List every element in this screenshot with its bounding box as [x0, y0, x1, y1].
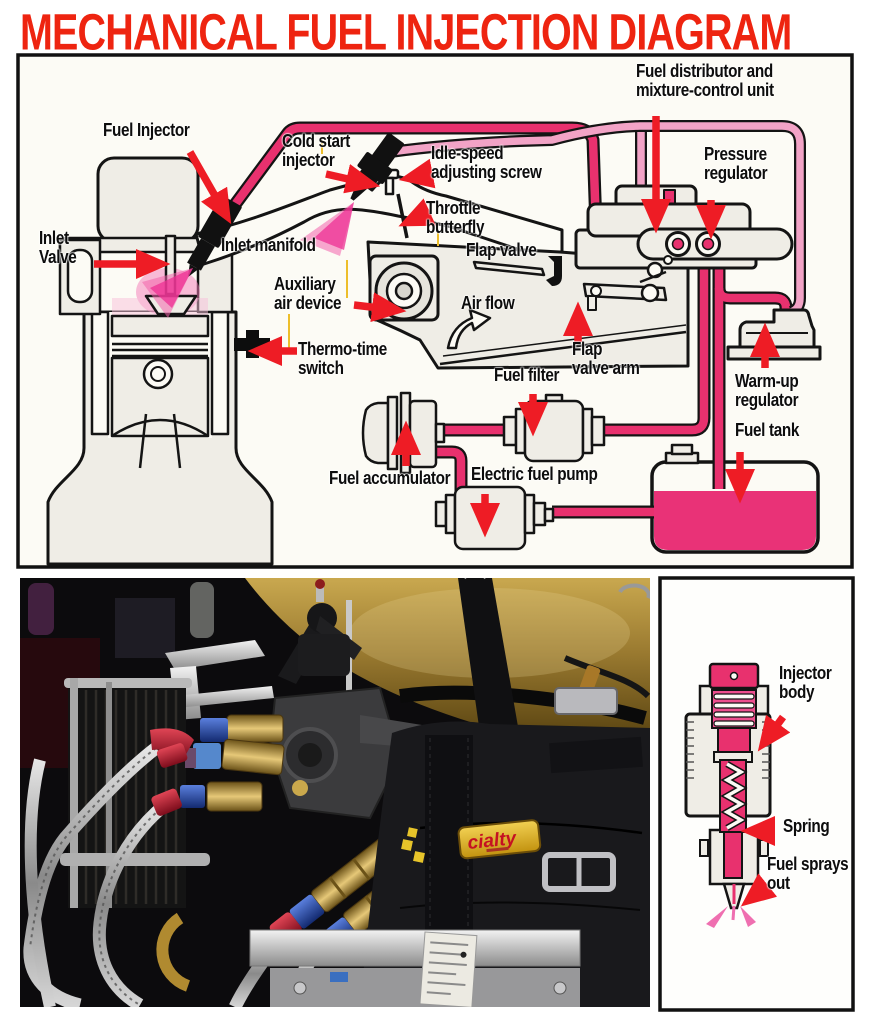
- arrow-cold-start: [325, 164, 381, 194]
- piston: [110, 314, 210, 469]
- braided-hoses: [23, 742, 171, 1007]
- strap: [458, 578, 520, 748]
- base-plates: [156, 912, 581, 1007]
- label-fuel-injector: Fuel Injector: [103, 120, 190, 140]
- arrow-injector-body: [757, 714, 791, 752]
- label-fuel-filter: Fuel filter: [494, 365, 560, 385]
- fuel-filter-part: [502, 393, 606, 463]
- label-distributor: Fuel distributor and mixture-control uni…: [636, 61, 774, 100]
- fuel-tank-part: [650, 443, 820, 554]
- label-cold-start: Cold start injector: [282, 131, 351, 170]
- label-throttle: Throttle butterfly: [426, 198, 485, 237]
- injector-cutaway: [684, 662, 772, 928]
- leader-lines: [288, 140, 439, 352]
- label-fuel-pump: Electric fuel pump: [471, 464, 598, 484]
- label-thermo: Thermo-time switch: [298, 339, 387, 378]
- label-fuel-tank: Fuel tank: [735, 420, 800, 440]
- throttle-linkage: [278, 579, 362, 700]
- label-sprays-out: Fuel sprays out: [767, 854, 849, 893]
- label-warm-up: Warm-up regulator: [735, 371, 799, 410]
- page-title: MECHANICAL FUEL INJECTION DIAGRAM: [20, 3, 792, 61]
- label-flap-valve-arm: Flap valve arm: [572, 339, 640, 378]
- air-flow-arrow: [446, 308, 492, 350]
- label-idle-speed: Idle-speed adjusting screw: [431, 143, 542, 182]
- label-injector-body: Injector body: [779, 663, 832, 702]
- label-pressure-reg: Pressure regulator: [704, 144, 768, 183]
- brand-patch: cialty: [457, 819, 542, 860]
- arrow-throttle: [398, 198, 437, 227]
- label-auxiliary: Auxiliary air device: [274, 274, 342, 313]
- arrow-auxiliary: [353, 292, 407, 323]
- arrow-fuel-injector: [186, 150, 232, 225]
- label-air-flow: Air flow: [461, 293, 515, 313]
- engine-photo: cialty: [20, 578, 650, 1007]
- label-inlet-manifold: Inlet manifold: [221, 235, 316, 255]
- arrow-sprays-out: [740, 873, 778, 907]
- label-flap-valve: Flap valve: [466, 240, 537, 260]
- label-spring: Spring: [783, 816, 830, 836]
- engine-cylinder-cutaway: [46, 156, 274, 566]
- flap-valve-arm-part: [546, 256, 668, 311]
- label-accumulator: Fuel accumulator: [329, 468, 451, 488]
- finned-canister: [60, 678, 210, 908]
- arrow-idle-speed: [398, 158, 436, 189]
- callout-arrows: [94, 116, 791, 907]
- flap-valve-part: [472, 260, 546, 277]
- label-inlet-valve: Inlet Valve: [39, 228, 77, 267]
